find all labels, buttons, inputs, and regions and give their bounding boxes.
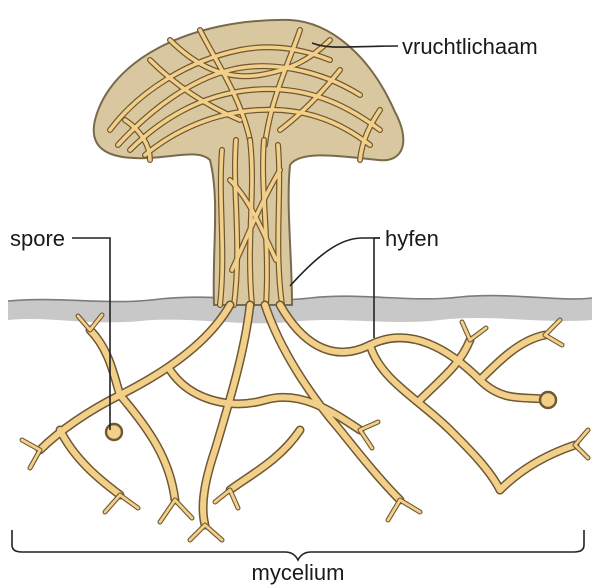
spore-right [540, 392, 556, 408]
fruiting-body [94, 20, 404, 305]
spore-left [106, 424, 122, 440]
mycelium-brace [12, 530, 584, 560]
leader-hyphae-left [290, 238, 380, 286]
label-mycelium: mycelium [252, 560, 345, 585]
mycelium-network [22, 305, 588, 540]
label-spore: spore [10, 226, 65, 251]
label-hyphae: hyfen [385, 226, 439, 251]
leader-hyphae-right [374, 238, 380, 338]
label-fruiting-body: vruchtlichaam [402, 34, 538, 59]
